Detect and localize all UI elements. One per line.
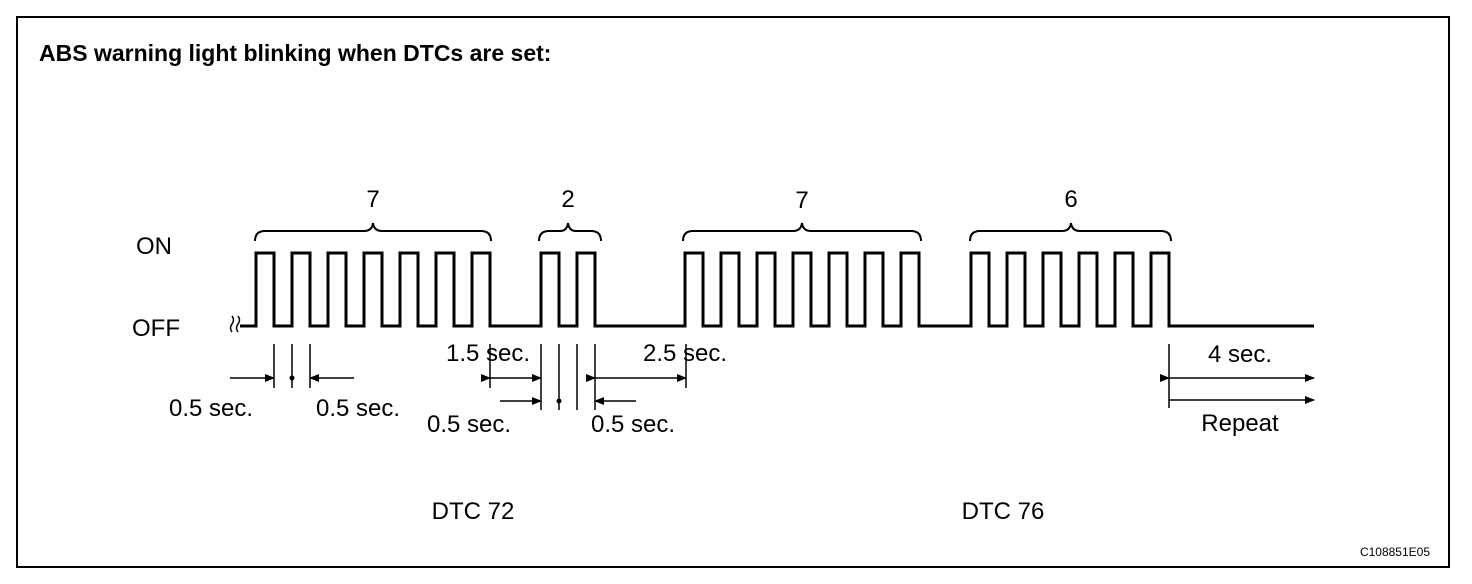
signal-break-icon <box>229 315 241 333</box>
figure-id: C108851E05 <box>1360 545 1430 559</box>
diagram-frame <box>16 16 1450 568</box>
group-count-1: 7 <box>366 186 379 213</box>
group-brace-1 <box>254 222 492 242</box>
pulse-off-label: 0.5 sec. <box>316 395 400 422</box>
pulse-off-label-2: 0.5 sec. <box>591 411 675 438</box>
dtc-label-first: DTC 72 <box>432 498 515 525</box>
group-brace-4 <box>969 222 1172 242</box>
digit-gap-label: 1.5 sec. <box>446 340 530 367</box>
on-level-label: ON <box>136 233 172 260</box>
group-count-2: 2 <box>561 186 574 213</box>
group-count-3: 7 <box>795 187 808 214</box>
blink-waveform <box>240 251 1314 328</box>
code-gap-label: 2.5 sec. <box>643 340 727 367</box>
midpoint-dot <box>289 375 295 381</box>
repeat-label: Repeat <box>1201 410 1279 437</box>
group-count-4: 6 <box>1064 186 1077 213</box>
repeat-gap-label: 4 sec. <box>1208 341 1272 368</box>
midpoint-dot <box>556 398 562 404</box>
group-brace-2 <box>538 222 602 242</box>
dtc-label-second: DTC 76 <box>962 498 1045 525</box>
group-brace-3 <box>682 222 922 242</box>
diagram-title: ABS warning light blinking when DTCs are… <box>39 40 552 66</box>
off-level-label: OFF <box>132 315 180 342</box>
pulse-on-label: 0.5 sec. <box>169 395 253 422</box>
pulse-on-label-2: 0.5 sec. <box>427 411 511 438</box>
